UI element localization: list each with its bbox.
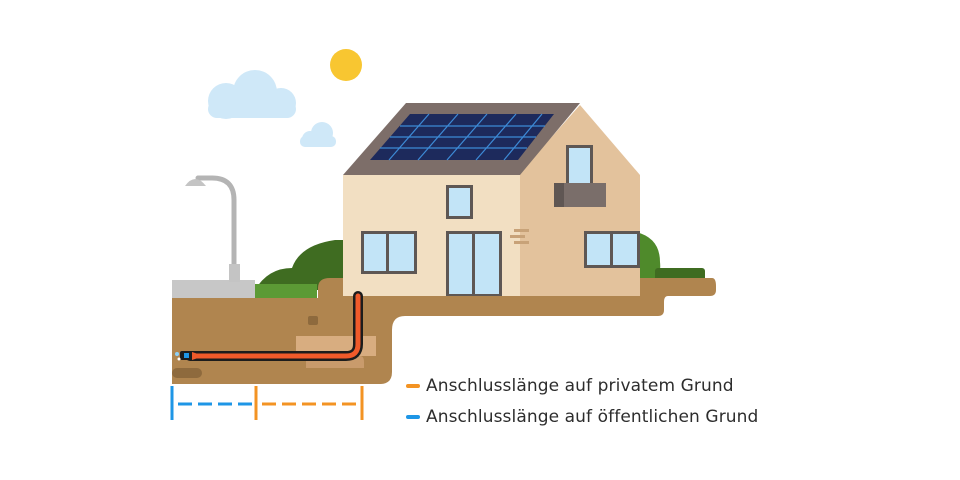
length-marker-private (254, 386, 364, 420)
legend-swatch-private (406, 383, 420, 388)
small-cloud-icon (300, 122, 336, 147)
legend-item-public: Anschlusslänge auf öffentlichen Grund (406, 401, 758, 432)
length-marker-public (170, 386, 252, 420)
street-lamp-icon (185, 175, 240, 282)
legend-swatch-public (406, 414, 420, 419)
pavement (172, 280, 255, 298)
legend-label-public: Anschlusslänge auf öffentlichen Grund (426, 406, 759, 427)
cloud-icon (208, 70, 296, 119)
legend-item-private: Anschlusslänge auf privatem Grund (406, 370, 758, 401)
cable-connector-icon (175, 351, 204, 361)
wall-vent (510, 229, 529, 244)
sun-icon (330, 49, 362, 81)
grass-strip (255, 284, 317, 298)
solar-grid (380, 113, 545, 161)
house-windows (361, 145, 640, 296)
connection-cable (185, 291, 363, 361)
legend: Anschlusslänge auf privatem Grund Anschl… (406, 370, 758, 432)
legend-label-private: Anschlusslänge auf privatem Grund (426, 375, 734, 396)
